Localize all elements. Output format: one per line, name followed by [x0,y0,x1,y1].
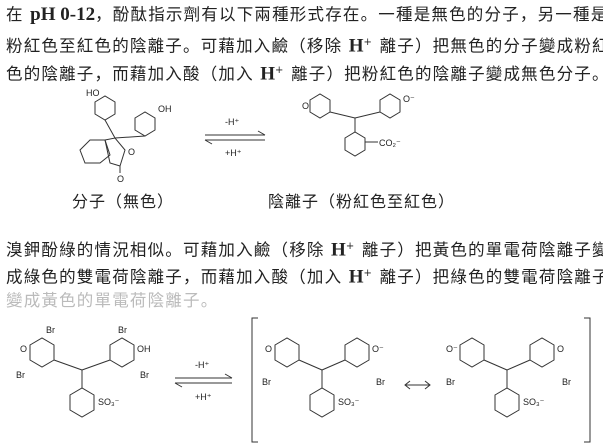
hydrogen-ion: H [348,35,364,57]
equilibrium-arrows-2: -H⁺ +H⁺ [174,360,233,402]
br-label: Br [376,377,385,387]
o-label: O [117,174,124,184]
bromocresol-green-dianion-resonance: O O⁻ Br Br SO₃⁻ O⁻ O Br Br SO₃⁻ [251,317,591,443]
br-label: Br [46,325,55,335]
forward-label: -H⁺ [225,117,239,127]
br-label: Br [562,377,571,387]
text: 離子）把無色的分子變成粉紅 [373,36,603,56]
plus: + [363,37,374,48]
br-label: Br [140,370,149,380]
plus: + [275,65,285,76]
text: 色的陰離子，而藉加入酸（加入 [6,64,261,84]
forward-label: -H⁺ [195,360,209,370]
hydrogen-ion: H [331,239,346,261]
anion-caption: 陰離子（粉紅色至紅色） [268,192,456,211]
br-label: Br [118,325,127,335]
molecule-caption: 分子（無色） [72,192,175,211]
o-label: O [265,344,272,354]
br-label: Br [446,377,455,387]
phenolphthalein-molecule: HO OH O O [79,88,172,184]
ph-range: pH 0-12 [30,4,96,25]
o-label: O [557,344,564,354]
o-minus-label: O⁻ [403,94,415,104]
sulfonate-label: SO₃⁻ [338,397,360,407]
text: 粉紅色至紅色的陰離子。可藉加入鹼（移除 [6,36,349,56]
hydrogen-ion: H [348,266,364,288]
sulfonate-label: SO₃⁻ [523,397,545,407]
text: 離子）把粉紅色的陰離子變成無色分子。 [284,64,603,84]
bromocresol-green-monoanion: O Br Br Br OH Br SO₃⁻ [16,325,151,418]
br-label: Br [262,377,271,387]
paragraph2-line2: 成綠色的雙電荷陰離子，而藉加入酸（加入 H+ 離子）把綠色的雙電荷陰離子 [6,264,603,288]
paragraph1-line2: 粉紅色至紅色的陰離子。可藉加入鹼（移除 H+ 離子）把無色的分子變成粉紅 [6,33,603,57]
text: 離子）把綠色的雙電荷陰離子 [373,267,603,287]
text: ，酚酞指示劑有以下兩種形式存在。一種是無色的分子，另一種是 [95,5,603,24]
br-label: Br [16,370,25,380]
oh-label: OH [158,104,172,114]
plus: + [345,241,356,252]
text: 在 [6,5,31,24]
o-label: O [302,101,309,111]
sulfonate-label: SO₃⁻ [98,397,120,407]
text: 成綠色的雙電荷陰離子，而藉加入酸（加入 [6,267,349,287]
ho-label: HO [86,88,100,98]
paragraph2-line1: 溴鉀酚綠的情況相似。可藉加入鹼（移除 H+ 離子）把黃色的單電荷陰離子變 [6,237,603,261]
backward-label: +H⁺ [195,392,212,402]
o-minus-label: O⁻ [372,344,384,354]
paragraph2-line3: 變成黃色的單電荷陰離子。 [6,291,219,310]
backward-label: +H⁺ [225,148,242,158]
phenolphthalein-anion: O O⁻ CO₂⁻ [302,93,415,157]
paragraph1-line1: 在 pH 0-12，酚酞指示劑有以下兩種形式存在。一種是無色的分子，另一種是 [6,5,603,25]
o-minus-label: O⁻ [446,344,458,354]
equilibrium-arrows-1: -H⁺ +H⁺ [204,117,266,158]
hydrogen-ion: H [260,63,276,85]
paragraph1-line3: 色的陰離子，而藉加入酸（加入 H+ 離子）把粉紅色的陰離子變成無色分子。 [6,61,603,85]
o-label: O [128,147,135,157]
text: 離子）把黃色的單電荷陰離子變 [355,240,603,260]
carboxylate-label: CO₂⁻ [379,138,401,148]
o-label: O [20,344,27,354]
text: 溴鉀酚綠的情況相似。可藉加入鹼（移除 [6,240,332,260]
plus: + [363,268,374,279]
oh-label: OH [137,344,151,354]
